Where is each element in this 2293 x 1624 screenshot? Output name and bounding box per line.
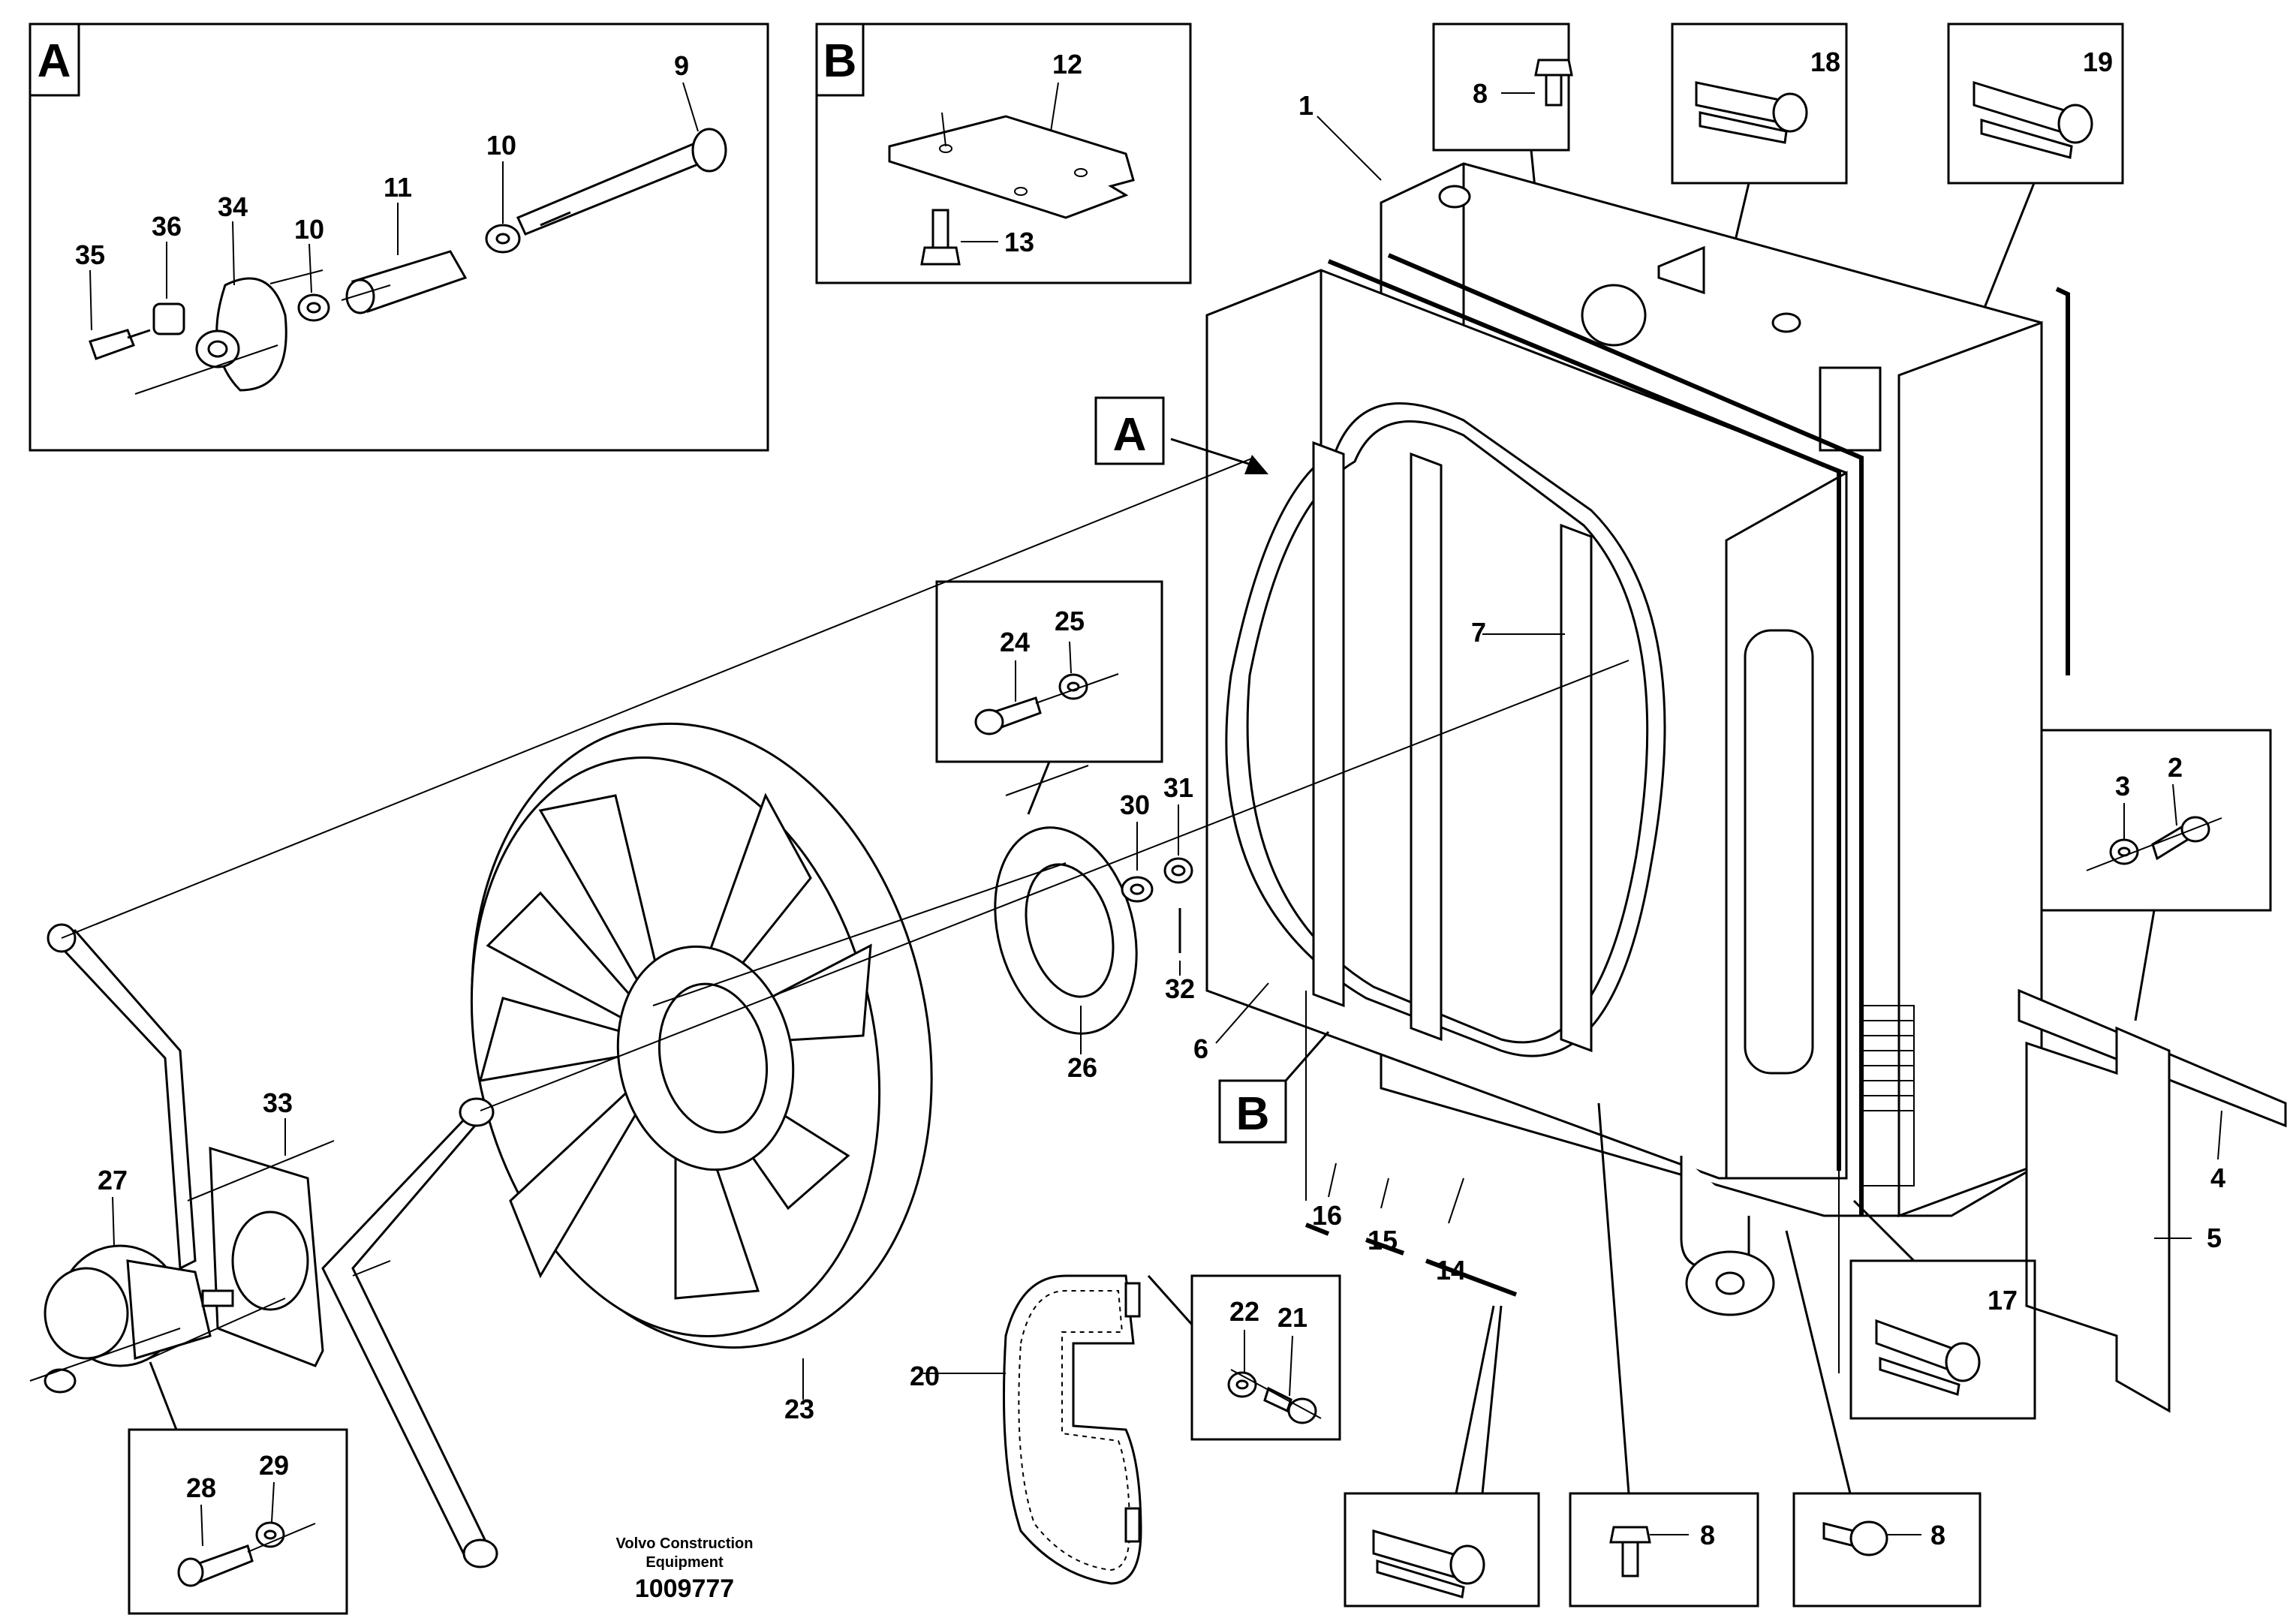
part-label-1: 1 <box>1298 90 1314 121</box>
part-label-23: 23 <box>784 1394 814 1424</box>
callout-bolt-8-bottom-right: 8 <box>1785 1230 1982 1607</box>
leader-lines <box>29 116 2222 1400</box>
part-label-35: 35 <box>75 239 105 270</box>
part-label-16: 16 <box>1312 1200 1342 1231</box>
detail-b-pointer: B <box>1218 1031 1330 1144</box>
footer: Volvo Construction Equipment 1009777 <box>616 1535 754 1603</box>
detail-b-tag: B <box>823 35 857 87</box>
part-label-8-bottom-right: 8 <box>1930 1520 1945 1550</box>
part-label-31: 31 <box>1163 772 1193 803</box>
part-label-4: 4 <box>2210 1162 2225 1193</box>
company-name-line2: Equipment <box>645 1554 724 1571</box>
part-label-18: 18 <box>1810 47 1840 77</box>
part-label-28: 28 <box>186 1472 216 1503</box>
part-label-8-top: 8 <box>1473 78 1488 109</box>
part-label-36: 36 <box>152 211 182 242</box>
detail-a-pointer-tag: A <box>1113 409 1147 461</box>
part-label-6: 6 <box>1193 1033 1208 1064</box>
part-label-21: 21 <box>1277 1302 1307 1333</box>
callout-bolt-24-washer-25: 24 25 <box>935 580 1163 815</box>
part-label-15: 15 <box>1368 1225 1398 1256</box>
callout-seal-17: 17 <box>1849 1199 2036 1420</box>
part-label-25: 25 <box>1055 606 1085 636</box>
part-label-30: 30 <box>1120 789 1150 820</box>
part-label-14: 14 <box>1436 1255 1466 1286</box>
callout-seal-18: 18 <box>1671 23 1848 406</box>
fan-guard <box>1003 1274 1142 1585</box>
part-label-26: 26 <box>1067 1052 1097 1083</box>
part-label-10-upper: 10 <box>486 130 516 161</box>
part-label-9: 9 <box>674 50 689 81</box>
part-label-27: 27 <box>98 1165 128 1195</box>
detail-b-pointer-tag: B <box>1236 1088 1270 1140</box>
part-label-12: 12 <box>1052 49 1082 80</box>
fan-motor-bracket <box>44 923 498 1568</box>
radiator-assembly <box>1170 162 2287 1413</box>
detail-b-panel: B 12 13 <box>815 23 1192 284</box>
detail-a-panel: A 35 36 34 10 <box>29 23 769 452</box>
part-label-34: 34 <box>218 191 248 222</box>
callout-bolt-21-washer-22: 22 21 <box>1147 1274 1341 1441</box>
callout-seal-19: 19 <box>1947 23 2124 316</box>
company-name-line1: Volvo Construction <box>616 1535 754 1552</box>
detail-a-pointer: A <box>1094 396 1165 465</box>
part-label-29: 29 <box>259 1450 289 1481</box>
callout-bolt-8-bottom-left: 8 <box>1569 1102 1759 1607</box>
part-label-10: 10 <box>294 214 324 245</box>
part-label-33: 33 <box>263 1087 293 1118</box>
part-label-5: 5 <box>2207 1223 2222 1253</box>
part-label-8-bottom-left: 8 <box>1700 1520 1715 1550</box>
detail-a-tag: A <box>38 35 71 87</box>
part-label-32: 32 <box>1165 973 1195 1004</box>
part-label-19: 19 <box>2083 47 2113 77</box>
part-label-20: 20 <box>910 1361 940 1391</box>
part-label-22: 22 <box>1229 1296 1259 1327</box>
callout-bolt-28-washer-29: 28 29 <box>128 1361 348 1615</box>
part-label-13: 13 <box>1004 227 1034 257</box>
hub-plate <box>994 826 1193 1035</box>
part-label-17: 17 <box>1988 1285 2018 1316</box>
part-label-3: 3 <box>2115 771 2130 801</box>
callout-seal-14 <box>1344 1305 1540 1607</box>
part-label-7: 7 <box>1471 617 1486 648</box>
main-part-labels: 1 7 6 30 31 32 26 23 20 33 27 16 15 14 4… <box>98 90 2225 1424</box>
part-label-11: 11 <box>384 172 412 203</box>
fan <box>470 722 933 1349</box>
part-label-2: 2 <box>2168 752 2183 783</box>
callout-bolt-2-washer-3: 3 2 <box>2040 729 2272 1021</box>
drawing-number: 1009777 <box>635 1574 734 1603</box>
part-label-24: 24 <box>1000 627 1030 657</box>
